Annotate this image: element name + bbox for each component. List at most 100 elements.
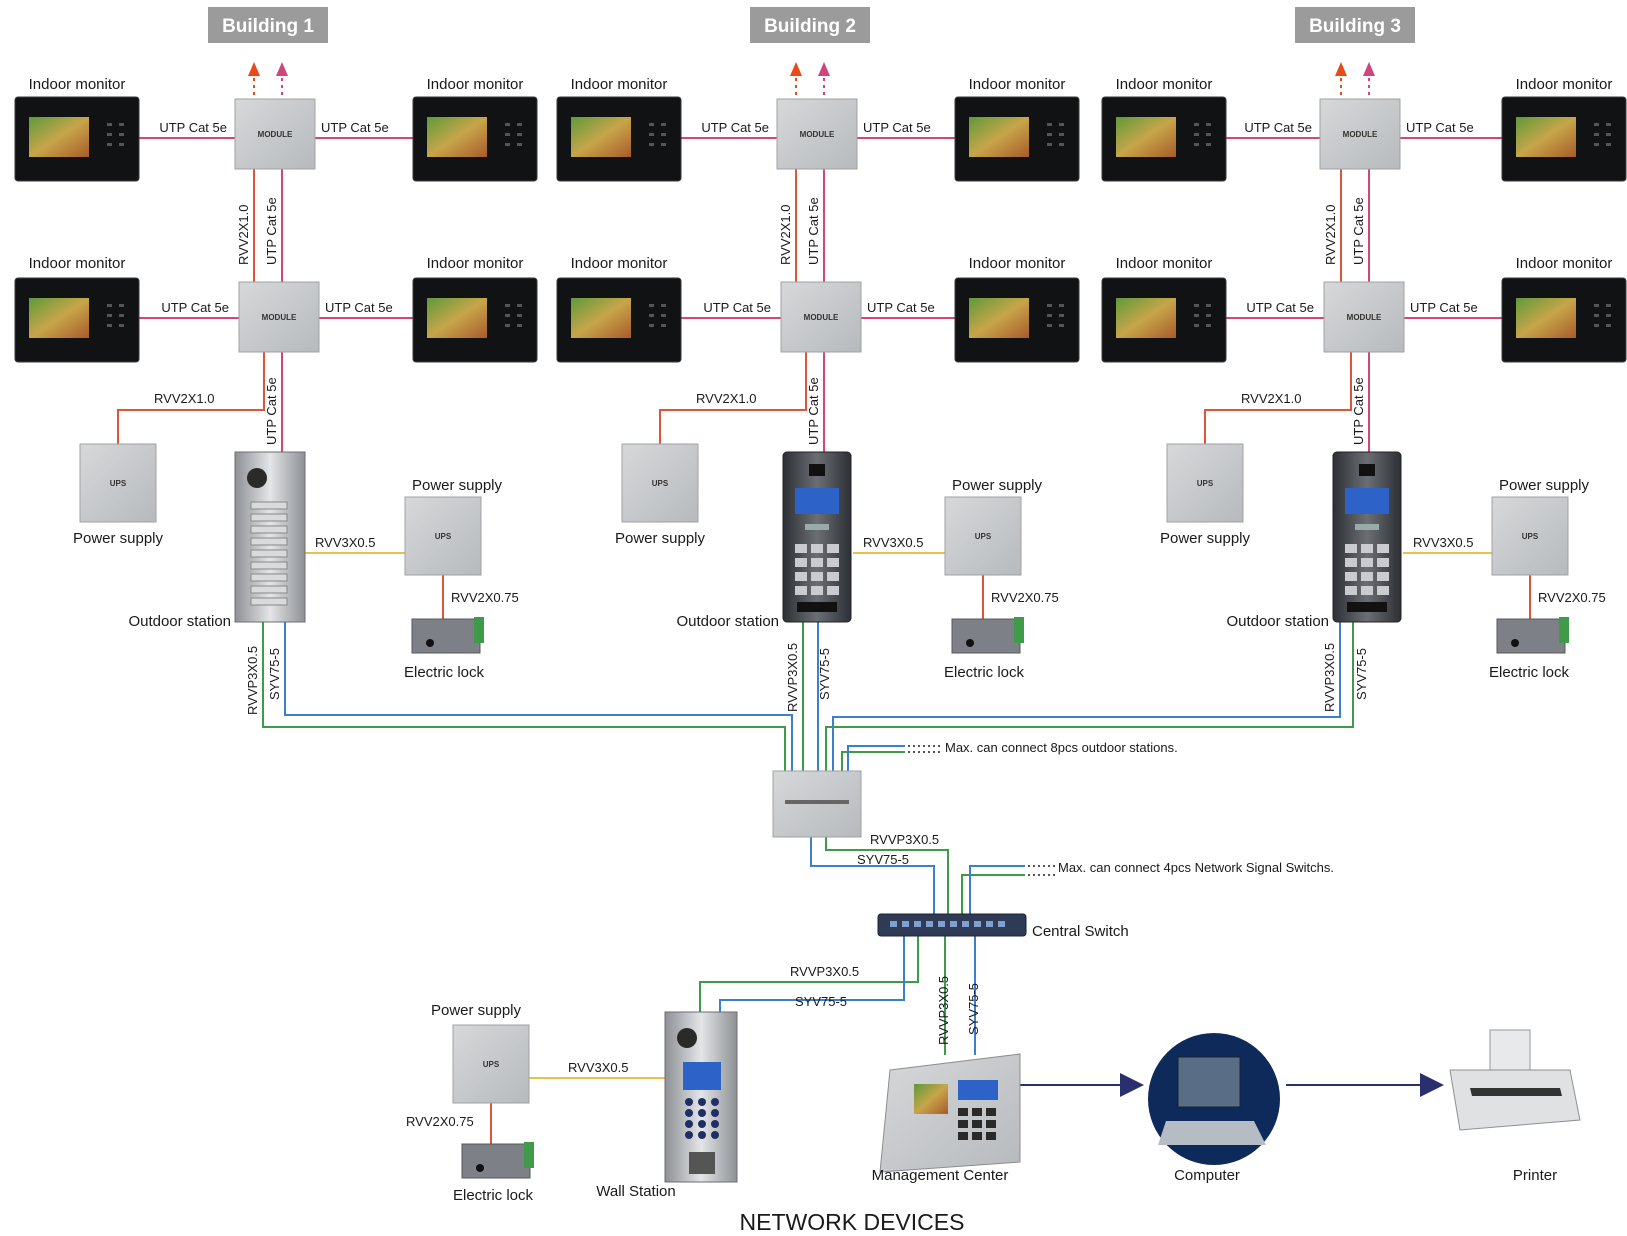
- cable-label: RVV2X1.0: [154, 391, 214, 406]
- ups-body: [944, 496, 1022, 576]
- panel-key: [827, 572, 839, 581]
- switch-slot: [785, 800, 849, 804]
- cable-label: UTP Cat 5e: [806, 377, 821, 445]
- outdoor-station-panel: [234, 451, 306, 623]
- wall-station-display: [683, 1062, 721, 1090]
- mgmt-key: [958, 1120, 968, 1128]
- indoor-monitor-label: Indoor monitor: [427, 255, 524, 272]
- cable-label: RVV2X1.0: [1323, 205, 1338, 265]
- ups-label: UPS: [110, 479, 127, 488]
- monitor-button: [649, 143, 654, 146]
- building-tag: [208, 7, 328, 43]
- wall-station-key: [698, 1131, 706, 1139]
- monitor-button: [505, 123, 510, 126]
- cable-label: RVV2X1.0: [1241, 391, 1301, 406]
- module-body: [780, 281, 862, 353]
- cable-label: UTP Cat 5e: [703, 300, 771, 315]
- wall-station-key: [685, 1109, 693, 1117]
- rvv-cable: [659, 352, 807, 444]
- monitor-button: [517, 324, 522, 327]
- wall-station-key: [711, 1109, 719, 1117]
- riser-arrow-icon: [1363, 62, 1375, 76]
- panel-key: [1361, 572, 1373, 581]
- lock-keyhole: [1511, 639, 1519, 647]
- printer-body: [1449, 1069, 1581, 1131]
- riser-arrow-icon: [248, 62, 260, 76]
- panel-key: [1377, 558, 1389, 567]
- cable-label: SYV75-5: [857, 852, 909, 867]
- monitor-button: [1047, 324, 1052, 327]
- monitor-button: [1059, 314, 1064, 317]
- computer-screen: [1177, 1056, 1241, 1108]
- monitor-screen: [427, 117, 487, 157]
- power-supply-label: Power supply: [1160, 530, 1251, 547]
- module-body: [1319, 98, 1401, 170]
- monitor-button: [119, 304, 124, 307]
- lock-keyhole: [966, 639, 974, 647]
- monitor-button: [107, 304, 112, 307]
- lock-body: [1496, 618, 1566, 654]
- wall-station-key: [698, 1120, 706, 1128]
- module-box: MODULE: [776, 98, 858, 170]
- ups-box: UPS: [621, 443, 699, 523]
- mgmt-screen: [914, 1084, 948, 1114]
- cable-label: UTP Cat 5e: [867, 300, 935, 315]
- monitor-button: [1059, 324, 1064, 327]
- ups-box: UPS: [1491, 496, 1569, 576]
- power-supply-label: Power supply: [952, 477, 1043, 494]
- module-label: MODULE: [258, 130, 293, 139]
- cable-label: UTP Cat 5e: [701, 120, 769, 135]
- panel-call-button: [250, 561, 288, 570]
- monitor-screen: [29, 298, 89, 338]
- panel-key: [795, 572, 807, 581]
- monitor-button: [649, 133, 654, 136]
- monitor-button: [505, 304, 510, 307]
- building-name: Building 1: [222, 16, 314, 37]
- panel-camera: [1359, 464, 1375, 476]
- cable-label: RVV3X0.5: [863, 535, 923, 550]
- printer-label: Printer: [1513, 1167, 1557, 1184]
- monitor-button: [1059, 304, 1064, 307]
- cable-label: RVV2X1.0: [778, 205, 793, 265]
- monitor-button: [517, 304, 522, 307]
- electric-lock-label: Electric lock: [404, 664, 485, 681]
- panel-camera: [809, 464, 825, 476]
- monitor-button: [1059, 123, 1064, 126]
- panel-key: [811, 572, 823, 581]
- cable-label: UTP Cat 5e: [1351, 197, 1366, 265]
- monitor-button: [661, 304, 666, 307]
- electric-lock: [951, 617, 1024, 654]
- cable-label: UTP Cat 5e: [264, 377, 279, 445]
- indoor-monitor: [412, 96, 538, 182]
- syv-cable: [284, 622, 793, 773]
- wall-station-key: [685, 1120, 693, 1128]
- indoor-monitor: [1101, 96, 1227, 182]
- wall-station-reader: [689, 1152, 715, 1174]
- panel-body: [1332, 451, 1402, 623]
- panel-call-button: [250, 513, 288, 522]
- monitor-button: [505, 314, 510, 317]
- indoor-monitor: [1501, 96, 1627, 182]
- ups-box: UPS: [404, 496, 482, 576]
- cable-label: RVV2X0.75: [991, 590, 1059, 605]
- monitor-button: [649, 123, 654, 126]
- wall-station-key: [711, 1098, 719, 1106]
- switch-port: [974, 921, 981, 927]
- rvvp-cable: [825, 837, 949, 916]
- panel-call-button: [250, 585, 288, 594]
- mgmt-key: [986, 1132, 996, 1140]
- indoor-monitor-label: Indoor monitor: [29, 76, 126, 93]
- indoor-monitor-label: Indoor monitor: [1116, 255, 1213, 272]
- indoor-monitor-label: Indoor monitor: [1116, 76, 1213, 93]
- cable-label: RVVP3X0.5: [785, 643, 800, 712]
- panel-key: [811, 586, 823, 595]
- ups-box: UPS: [944, 496, 1022, 576]
- panel-key: [1361, 558, 1373, 567]
- panel-key: [827, 586, 839, 595]
- cable-label: UTP Cat 5e: [325, 300, 393, 315]
- rvvp-cable: [825, 622, 1354, 773]
- cable-label: RVV2X0.75: [1538, 590, 1606, 605]
- building-name: Building 2: [764, 16, 856, 37]
- riser-arrow-icon: [790, 62, 802, 76]
